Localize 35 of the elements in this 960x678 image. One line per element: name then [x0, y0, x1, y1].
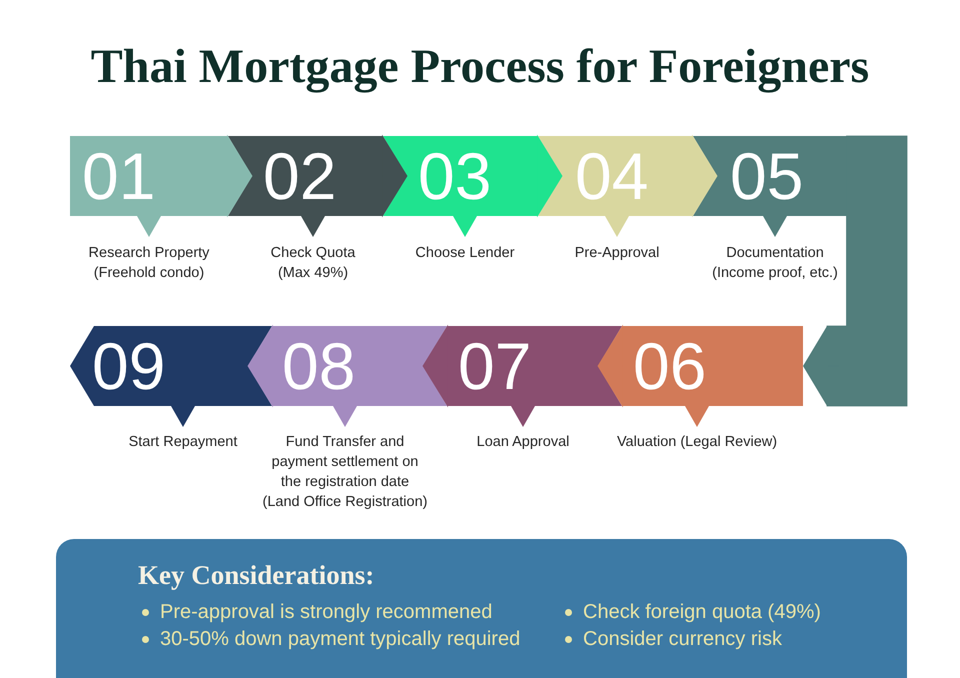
step-number: 01: [82, 143, 156, 209]
step-number: 09: [92, 333, 166, 399]
step-number: 07: [458, 333, 532, 399]
step-caption: Fund Transfer and payment settlement on the registration date (Land Office Registration): [262, 433, 428, 512]
step-caption: Choose Lender: [415, 244, 515, 263]
step-number: 04: [575, 143, 648, 209]
consideration-item: 30-50% down payment typically required: [160, 627, 520, 651]
step-caption: Check Quota (Max 49%): [270, 244, 356, 283]
step-caption: Research Property (Freehold condo): [88, 244, 210, 283]
arrow-head: [537, 134, 562, 218]
u-turn-arrow: [803, 136, 908, 406]
arrow-head: [382, 134, 408, 218]
consideration-item: Check foreign quota (49%): [583, 600, 821, 624]
arrow-head: [422, 324, 448, 408]
process-step: [693, 136, 847, 237]
process-step: [70, 326, 272, 427]
consideration-item: Pre-approval is strongly recommened: [160, 600, 492, 624]
consideration-item: Consider currency risk: [583, 627, 782, 651]
step-caption: Valuation (Legal Review): [616, 433, 778, 452]
title: Thai Mortgage Process for Foreigners: [90, 39, 870, 95]
panel-heading: Key Considerations:: [138, 559, 374, 591]
arrow-head: [598, 324, 623, 408]
considerations-panel: [56, 539, 907, 678]
step-number: 02: [263, 143, 336, 209]
step-caption: Documentation (Income proof, etc.): [711, 244, 839, 283]
arrow-head: [248, 324, 273, 408]
arrow-head: [692, 134, 718, 218]
arrow-head: [227, 134, 252, 218]
step-number: 05: [730, 143, 804, 209]
step-number: 06: [633, 333, 706, 399]
step-caption: Pre-Approval: [574, 244, 660, 263]
step-number: 03: [418, 143, 492, 209]
step-caption: Start Repayment: [128, 433, 238, 452]
step-caption: Loan Approval: [476, 433, 570, 452]
step-number: 08: [282, 333, 356, 399]
